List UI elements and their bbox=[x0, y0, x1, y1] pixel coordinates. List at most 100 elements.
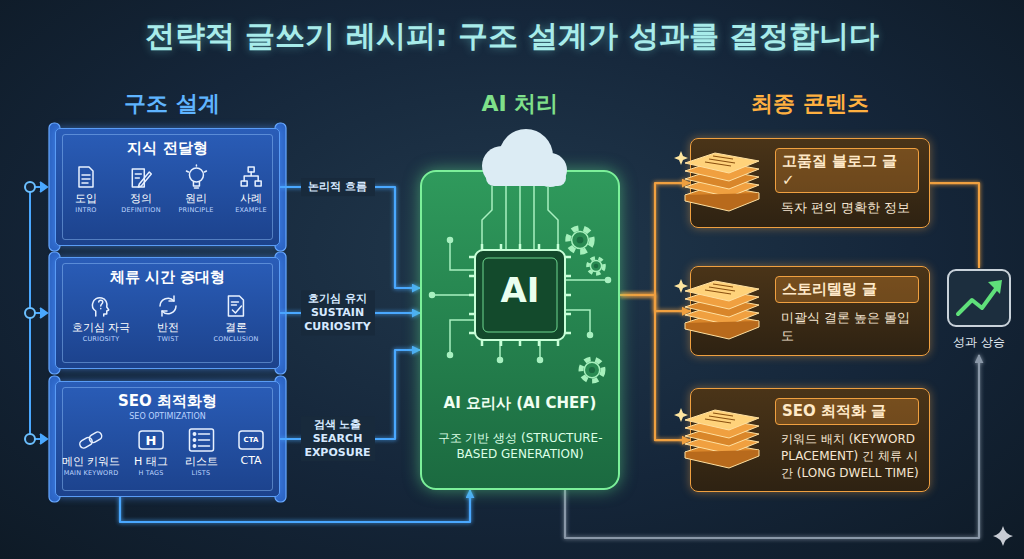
icon-label: H bbox=[146, 433, 157, 448]
decoration bbox=[40, 182, 47, 444]
decoration bbox=[448, 238, 453, 243]
step-icon bbox=[132, 169, 151, 187]
decoration bbox=[160, 298, 174, 306]
decoration bbox=[519, 186, 521, 250]
node-text: PRINCIPLE bbox=[178, 206, 213, 214]
decoration bbox=[486, 170, 566, 186]
step-icon bbox=[93, 298, 109, 316]
node-text: MAIN KEYWORD bbox=[62, 469, 121, 477]
decoration bbox=[588, 333, 593, 338]
decoration bbox=[88, 431, 103, 444]
icon-label: CTA bbox=[244, 436, 259, 444]
cloud-icon bbox=[482, 129, 567, 187]
step-item: 반전TWIST bbox=[155, 294, 181, 343]
step-icon bbox=[239, 431, 263, 449]
decoration bbox=[135, 174, 141, 178]
step-item: 원리PRINCIPLE bbox=[178, 165, 213, 214]
connector-arrow bbox=[620, 295, 690, 440]
decoration bbox=[705, 284, 735, 294]
column-header: 구조 설계 bbox=[124, 89, 220, 119]
step-icon bbox=[189, 429, 213, 451]
decoration bbox=[450, 240, 475, 270]
step-icon bbox=[73, 165, 99, 189]
step-item: 메인 키워드MAIN KEYWORD bbox=[62, 428, 121, 477]
step-icon bbox=[79, 431, 104, 450]
flow-label: 검색 노출 SEARCH EXPOSURE bbox=[301, 416, 375, 461]
decoration bbox=[505, 186, 507, 250]
node-heading: 지식 전달형 bbox=[56, 129, 279, 158]
step-icon bbox=[128, 165, 154, 189]
decoration bbox=[139, 431, 163, 449]
diagram-title: 전략적 글쓰기 레시피: 구조 설계가 성과를 결정합니다 bbox=[0, 16, 1024, 57]
step-icon bbox=[155, 294, 181, 318]
connector-arrow bbox=[620, 183, 690, 295]
decoration bbox=[432, 294, 475, 296]
decoration bbox=[450, 320, 475, 355]
decoration bbox=[162, 296, 174, 316]
decoration bbox=[565, 279, 608, 281]
decoration bbox=[25, 182, 35, 192]
paper-stack-icon bbox=[677, 275, 767, 347]
decoration bbox=[581, 359, 603, 381]
content-box: 고품질 블로그 글 ✓독자 편의 명확한 정보 bbox=[690, 138, 930, 228]
decoration bbox=[193, 182, 199, 188]
node-text: 미괄식 결론 높은 몰입도 bbox=[775, 309, 919, 345]
decoration bbox=[93, 298, 109, 316]
decoration bbox=[498, 358, 503, 363]
node-heading: 스토리텔링 글 bbox=[775, 276, 919, 303]
gear-icon bbox=[588, 258, 604, 274]
connector-arrow bbox=[280, 187, 420, 288]
node-heading: 반전 bbox=[155, 320, 181, 335]
node-text: AI 요리사 (AI CHEF) bbox=[430, 394, 610, 413]
chart-icon bbox=[946, 268, 1012, 328]
node-heading: 원리 bbox=[178, 191, 213, 206]
decoration bbox=[189, 168, 203, 182]
decoration bbox=[685, 193, 759, 211]
flow-label: 논리적 흐름 bbox=[301, 178, 375, 196]
step-item: 도입INTRO bbox=[73, 165, 99, 214]
step-icon bbox=[160, 296, 176, 316]
scroll-rolls bbox=[49, 123, 286, 502]
node-text: LISTS bbox=[185, 469, 218, 477]
decoration bbox=[186, 165, 206, 172]
decoration bbox=[988, 280, 1002, 294]
decoration bbox=[244, 172, 258, 181]
step-item: 사례EXAMPLE bbox=[235, 165, 267, 214]
structure-panel: 지식 전달형도입INTRO 정의DEFINITION 원리PRINCIPLE 사례EX… bbox=[55, 128, 280, 246]
decoration bbox=[948, 270, 1010, 326]
structure-panel: 체류 시간 증대형호기심 자극CURIOSITY반전TWIST결론CONCLUS… bbox=[55, 257, 280, 369]
node-heading: 리스트 bbox=[185, 454, 218, 469]
performance-icon: 성과 상승 bbox=[940, 268, 1018, 355]
decoration bbox=[685, 321, 759, 339]
decoration bbox=[448, 353, 453, 358]
decoration bbox=[482, 186, 492, 250]
decoration bbox=[590, 260, 601, 271]
decoration bbox=[705, 413, 735, 423]
step-item: 정의DEFINITION bbox=[121, 165, 160, 214]
circuit-lines bbox=[430, 186, 611, 363]
feed-dots bbox=[25, 182, 35, 444]
node-heading: 고품질 블로그 글 ✓ bbox=[775, 148, 919, 193]
node-heading: 사례 bbox=[235, 191, 267, 206]
decoration bbox=[430, 293, 435, 298]
node-text: SEO OPTIMIZATION bbox=[56, 412, 279, 421]
decoration bbox=[674, 408, 688, 422]
node-text: H TAGS bbox=[134, 469, 168, 477]
decoration bbox=[588, 258, 604, 274]
decoration bbox=[231, 302, 238, 305]
column-header: 최종 콘텐츠 bbox=[751, 89, 869, 119]
decoration bbox=[99, 300, 103, 309]
step-icon bbox=[188, 428, 214, 452]
node-heading: 성과 상승 bbox=[940, 334, 1018, 351]
node-text: 키워드 배치 (KEYWORD PLACEMENT) 긴 체류 시간 (LONG… bbox=[775, 431, 919, 481]
node-text: DEFINITION bbox=[121, 206, 160, 214]
node-text: CURIOSITY bbox=[72, 335, 131, 343]
decoration bbox=[533, 186, 535, 250]
decoration bbox=[79, 167, 93, 187]
decoration bbox=[538, 358, 543, 363]
node-heading: H 태그 bbox=[134, 454, 168, 469]
node-heading: SEO 최적화형 bbox=[56, 382, 279, 411]
node-text: EXAMPLE bbox=[235, 206, 267, 214]
ai-processor-box: AIAI 요리사 (AI CHEF)구조 기반 생성 (STRUCTURE-BA… bbox=[420, 170, 620, 490]
